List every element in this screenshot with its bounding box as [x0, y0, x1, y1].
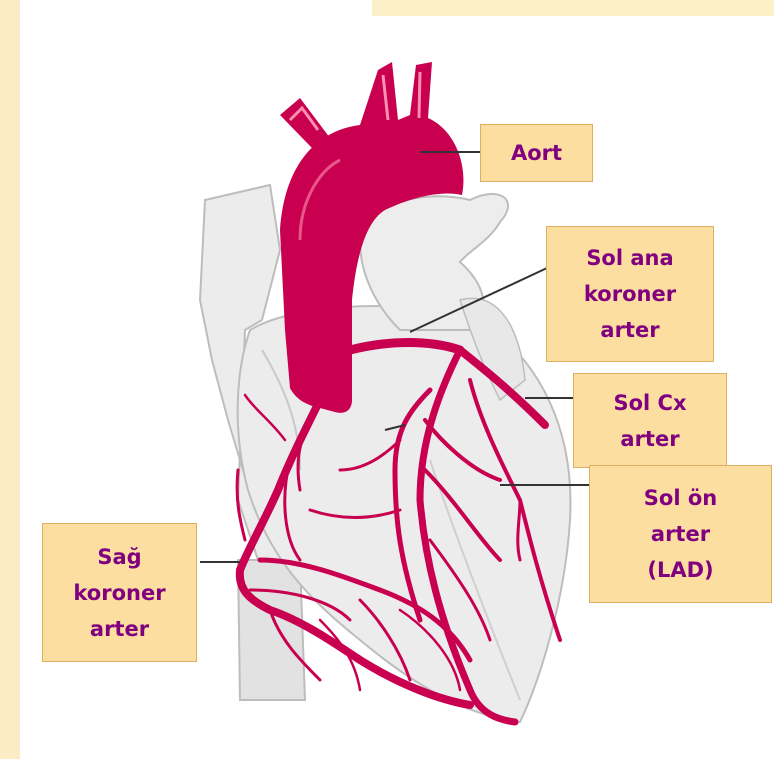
label-aorta-text: Aort — [511, 135, 562, 171]
label-left-circumflex: Sol Cx arter — [573, 373, 727, 468]
label-aorta: Aort — [480, 124, 593, 182]
label-left-anterior-descending: Sol ön arter (LAD) — [589, 465, 772, 603]
label-left-circumflex-text: Sol Cx arter — [613, 385, 686, 457]
label-left-main-coronary: Sol ana koroner arter — [546, 226, 714, 362]
label-right-coronary-text: Sağ koroner arter — [73, 539, 165, 647]
label-right-coronary: Sağ koroner arter — [42, 523, 197, 662]
label-left-anterior-descending-text: Sol ön arter (LAD) — [644, 480, 717, 588]
label-left-main-coronary-text: Sol ana koroner arter — [584, 240, 676, 348]
